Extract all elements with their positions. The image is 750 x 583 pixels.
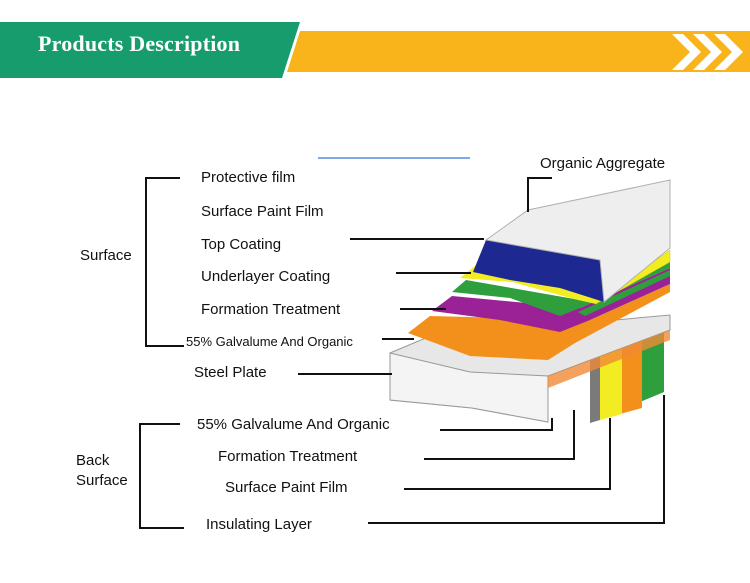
purple-layer: [432, 268, 670, 332]
leader-insulating: [368, 395, 665, 524]
leader-back-galvalume: [440, 418, 553, 431]
layer-label-organic-aggregate: Organic Aggregate: [540, 155, 666, 172]
layer-label-surface-paint-film: Surface Paint Film: [201, 203, 324, 220]
layer-label-top-coating: Top Coating: [201, 236, 282, 253]
banner-yellow-strip: [287, 31, 750, 72]
green-edge: [578, 270, 670, 316]
layer-label-steel-plate: Steel Plate: [194, 364, 267, 381]
steel-plate-front: [389, 352, 549, 423]
blue-layer: [473, 240, 604, 302]
back-label-surface-paint-film: Surface Paint Film: [225, 479, 348, 496]
back-label-galvalume-organic: 55% Galvalume And Organic: [197, 416, 390, 433]
leader-organic-aggregate: [527, 177, 552, 212]
layer-label-underlayer-coating: Underlayer Coating: [201, 268, 331, 285]
layer-label-galvalume-organic: 55% Galvalume And Organic: [186, 334, 353, 349]
banner-green-block: [0, 22, 300, 78]
group-label-back-surface: Surface: [76, 472, 128, 489]
chevrons-icon: [672, 34, 743, 70]
steel-copper-edge: [548, 330, 670, 388]
layer-label-formation-treatment: Formation Treatment: [201, 301, 341, 318]
banner-background: [0, 22, 750, 78]
header-banner: Products Description: [0, 22, 750, 78]
leader-back-paint: [404, 418, 611, 490]
back-label-insulating-layer: Insulating Layer: [206, 516, 312, 533]
leader-back-formation: [424, 410, 575, 460]
group-label-back: Back: [76, 452, 110, 469]
group-label-surface: Surface: [80, 247, 132, 264]
surface-bracket: [145, 177, 184, 347]
page-title: Products Description: [38, 31, 241, 56]
green-layer: [452, 260, 670, 316]
back-surface-bracket: [139, 423, 184, 529]
back-label-formation-treatment: Formation Treatment: [218, 448, 358, 465]
layer-label-protective-film: Protective film: [201, 169, 296, 186]
